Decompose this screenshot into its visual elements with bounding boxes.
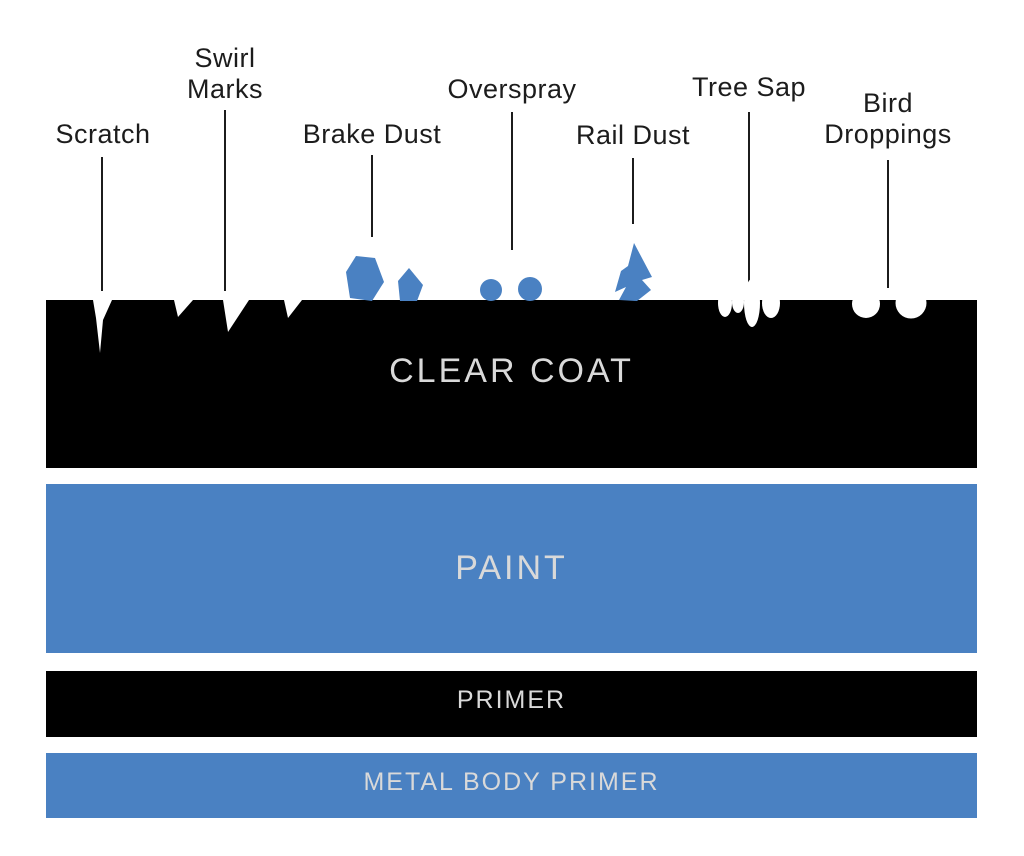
clear-coat-label: CLEAR COAT — [389, 351, 634, 390]
overspray-dot-1 — [480, 279, 502, 301]
overspray-dot-2 — [518, 277, 542, 301]
clear-coat-layer: CLEAR COAT — [46, 300, 977, 468]
paint-label: PAINT — [455, 549, 568, 587]
tree-sap-label: Tree Sap — [691, 72, 807, 102]
brake-dust-label: Brake Dust — [302, 119, 442, 149]
brake-dust-particle-small — [398, 268, 423, 301]
overspray-label: Overspray — [447, 74, 577, 104]
primer-layer: PRIMER — [46, 671, 977, 737]
bird-droppings-label: Bird Droppings — [824, 88, 952, 149]
rail-dust-label: Rail Dust — [575, 120, 691, 150]
rail-dust-particle — [615, 243, 652, 301]
primer-label: PRIMER — [456, 685, 567, 714]
metal-body-primer-label: METAL BODY PRIMER — [363, 768, 660, 796]
swirl-marks-label: Swirl Marks — [187, 43, 263, 104]
brake-dust-particle-large — [346, 256, 384, 301]
scratch-label: Scratch — [55, 119, 151, 149]
paint-layer: PAINT — [46, 484, 977, 653]
metal-body-primer-layer: METAL BODY PRIMER — [46, 753, 977, 818]
